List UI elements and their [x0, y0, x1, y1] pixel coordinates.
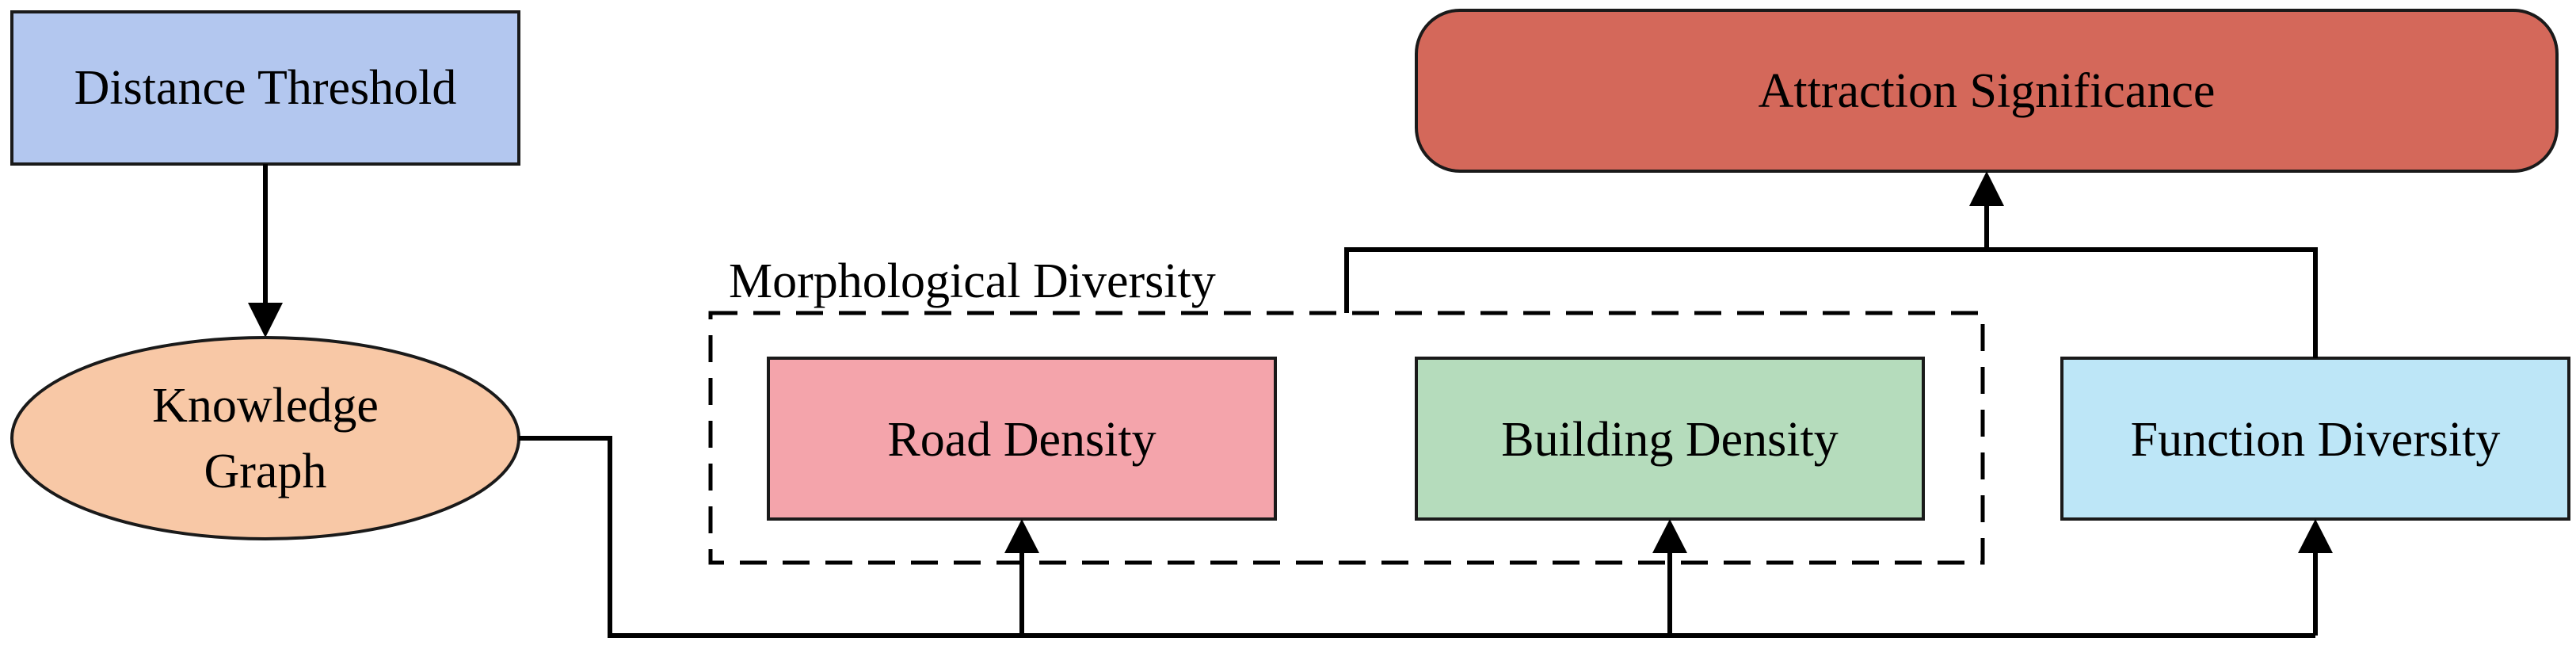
distance-threshold-box	[10, 10, 520, 166]
arrow-threshold-to-graph	[248, 164, 283, 338]
building-density-box	[1415, 357, 1925, 521]
knowledge-graph-label-line2: Graph	[204, 445, 327, 498]
attraction-significance-label: Attraction Significance	[1759, 64, 2216, 118]
knowledge-graph-label-line1: Knowledge	[152, 379, 379, 433]
function-diversity-label: Function Diversity	[2131, 413, 2501, 467]
distance-threshold-node: Distance Threshold	[10, 10, 520, 166]
distance-threshold-label: Distance Threshold	[74, 61, 457, 115]
road-density-box	[767, 357, 1277, 521]
arrowhead-building-density	[1652, 519, 1687, 553]
arrowhead-function-diversity	[2298, 519, 2333, 553]
road-density-label: Road Density	[887, 413, 1156, 467]
connector-morph-top	[1344, 247, 2318, 358]
building-density-node: Building Density	[1415, 357, 1925, 521]
morphological-diversity-group: Morphological Diversity	[708, 254, 1985, 565]
arrowhead-attraction	[1969, 171, 2004, 206]
attraction-significance-node: Attraction Significance	[1415, 9, 2559, 173]
morphological-diversity-label: Morphological Diversity	[729, 254, 1216, 308]
graph-to-indicators-connector	[519, 436, 2333, 638]
morphological-diversity-border	[708, 311, 1985, 565]
arrowhead-graph	[248, 303, 283, 338]
connector-graph-bus	[519, 436, 2315, 638]
road-density-node: Road Density	[767, 357, 1277, 521]
building-density-label: Building Density	[1501, 413, 1838, 467]
function-diversity-node: Function Diversity	[2060, 357, 2570, 521]
arrowhead-road-density	[1004, 519, 1039, 553]
knowledge-graph-node: Knowledge Graph	[10, 336, 520, 540]
indicators-to-attraction-connector	[1344, 171, 2318, 358]
knowledge-graph-ellipse	[10, 336, 520, 540]
